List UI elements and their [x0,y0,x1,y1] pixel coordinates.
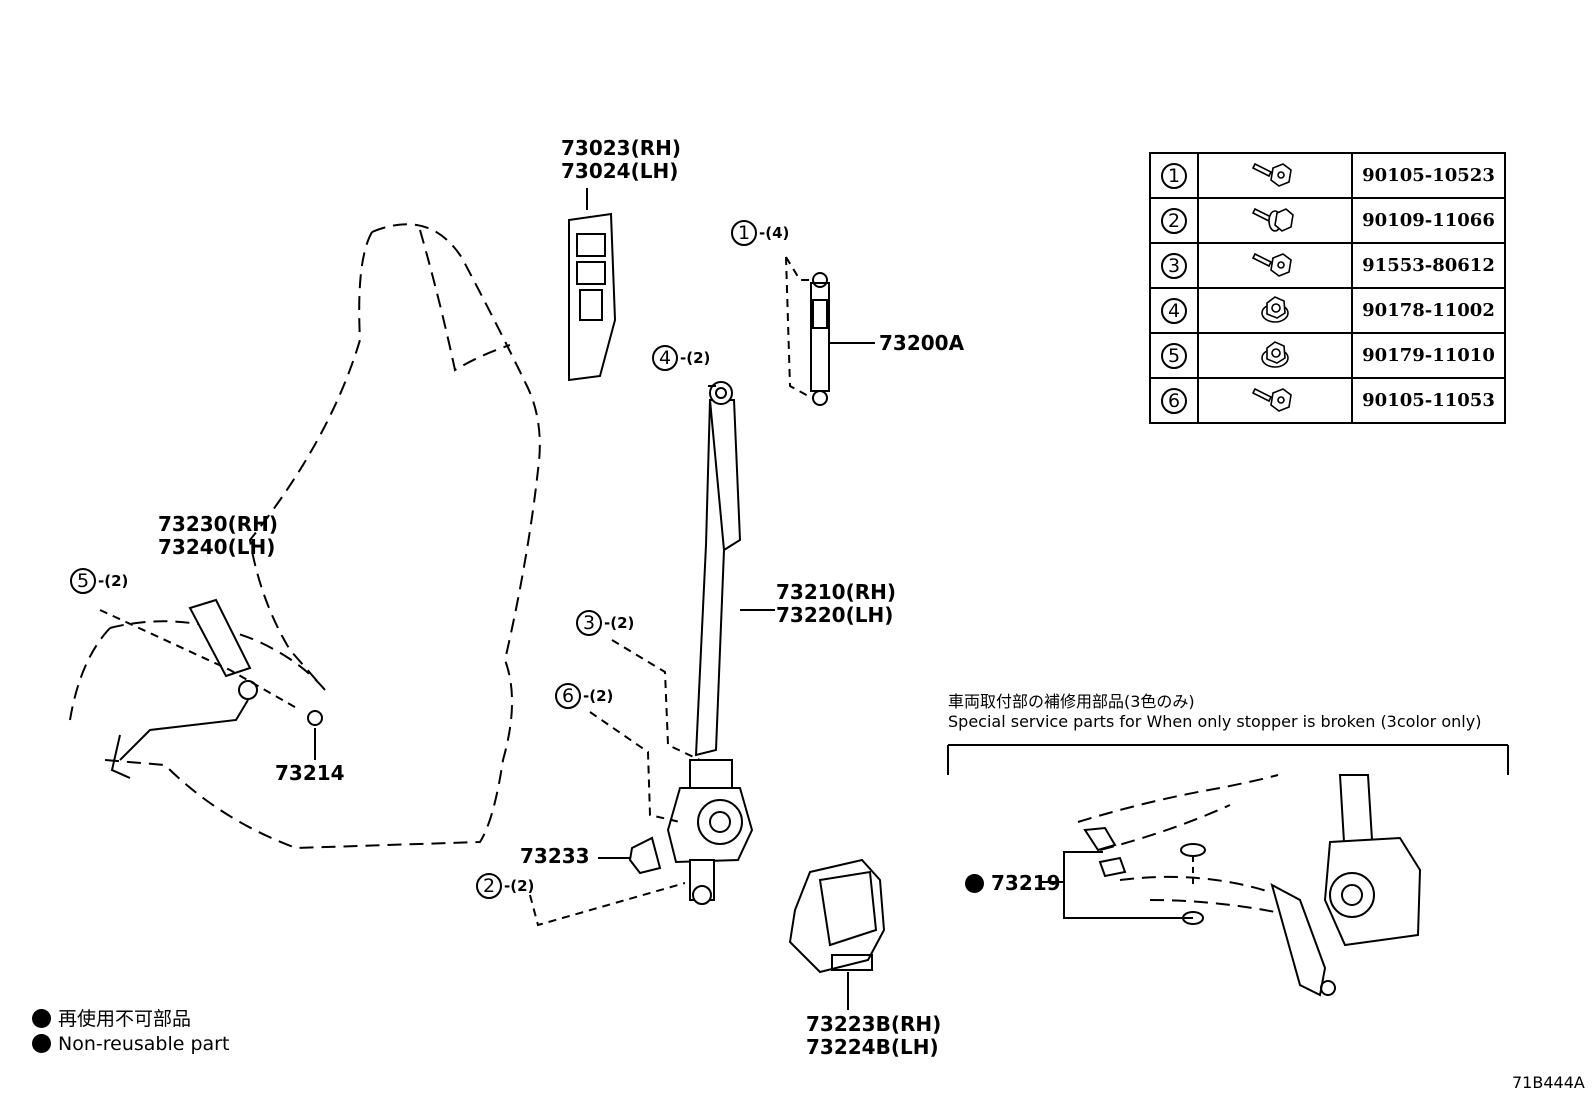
pillar-garnish-rh-label: 73023(RH) [561,136,681,160]
diagram-code: 71B444A [1512,1073,1585,1092]
fastener-index: 5 [1149,332,1199,379]
callout-1-qty: -(4) [759,224,790,242]
callout-5-number: 5 [70,568,96,594]
belt-webbing-drawing [694,381,775,757]
fastener-part-number: 90105-11053 [1351,377,1506,424]
legend-en: Non-reusable part [32,1033,229,1055]
adjuster-label: 73200A [879,331,965,355]
callout-5-qty: -(2) [98,572,129,590]
outer-belt-rh-label: 73210(RH) [776,580,896,604]
legend-jp-text: 再使用不可部品 [58,1008,192,1030]
fastener-part-number: 90178-11002 [1351,287,1506,334]
shoulder-cover-rh-label: 73223B(RH) [806,1012,942,1036]
shoulder-cover-drawing [788,858,886,1010]
buckle-drawing [110,598,323,779]
special-service-frame [947,744,1509,775]
shoulder-cover-lh-label: 73224B(LH) [806,1035,939,1059]
fastener-index: 1 [1149,152,1199,199]
fastener-row: 3 91553-80612 [1149,242,1506,289]
fastener-index-number: 6 [1161,387,1187,414]
legend-en-text: Non-reusable part [58,1033,230,1055]
retractor-cover-drawing [598,836,662,875]
fastener-part-number: 90109-11066 [1351,197,1506,244]
fastener-part-number: 90179-11010 [1351,332,1506,379]
callout-1-number: 1 [731,220,757,246]
callout-6: 6-(2) [555,683,613,709]
callout-4-qty: -(2) [680,349,711,367]
legend-dot-icon [32,1034,51,1053]
non-reusable-dot-icon [965,874,984,893]
fastener-index: 3 [1149,242,1199,289]
fastener-row: 5 90179-11010 [1149,332,1506,379]
retractor-cover-label: 73233 [520,844,590,868]
seat-outline [69,223,541,850]
fastener-index-number: 1 [1161,162,1187,189]
stopper-kit-number: 73219 [991,871,1061,895]
callout-4-number: 4 [652,345,678,371]
bolt-icon [1197,377,1353,424]
fastener-table: 1 90105-10523 2 90109-11066 3 91553-80612 4 901… [1149,152,1506,424]
buckle-rh-label: 73230(RH) [158,512,278,536]
adjuster-drawing [785,256,875,406]
fastener-row: 6 90105-11053 [1149,377,1506,424]
fastener-part-number: 90105-10523 [1351,152,1506,199]
callout-3-number: 3 [576,610,602,636]
fastener-row: 1 90105-10523 [1149,152,1506,199]
callout-1: 1-(4) [731,220,789,246]
legend-jp: 再使用不可部品 [32,1004,191,1031]
washer-label: 73214 [275,761,345,785]
special-service-title-en: Special service parts for When only stop… [948,712,1482,731]
nut-icon [1197,287,1353,334]
fastener-index: 2 [1149,197,1199,244]
callout-3: 3-(2) [576,610,634,636]
nut-icon [1197,332,1353,379]
bolt-icon [1197,242,1353,289]
callout-6-qty: -(2) [583,687,614,705]
fastener-part-number: 91553-80612 [1351,242,1506,289]
bolt-icon [1197,152,1353,199]
callout-5: 5-(2) [70,568,128,594]
fastener-index: 6 [1149,377,1199,424]
fastener-index-number: 2 [1161,207,1187,234]
leader-lines [99,385,722,927]
callout-6-number: 6 [555,683,581,709]
retractor-drawing [666,759,754,905]
fastener-index: 4 [1149,287,1199,334]
callout-2: 2-(2) [476,873,534,899]
callout-3-qty: -(2) [604,614,635,632]
fastener-index-number: 5 [1161,342,1187,369]
callout-4: 4-(2) [652,345,710,371]
fastener-index-number: 3 [1161,252,1187,279]
flange-bolt-icon [1197,197,1353,244]
special-service-title-jp: 車両取付部の補修用部品(3色のみ) [948,692,1195,711]
pillar-garnish-lh-label: 73024(LH) [561,159,679,183]
outer-belt-lh-label: 73220(LH) [776,603,894,627]
buckle-lh-label: 73240(LH) [158,535,276,559]
fastener-index-number: 4 [1161,297,1187,324]
callout-2-number: 2 [476,873,502,899]
stopper-kit-label: 73219 [965,872,1061,895]
stopper-detail-drawing [1042,774,1422,997]
legend-dot-icon [32,1009,51,1028]
fastener-row: 4 90178-11002 [1149,287,1506,334]
fastener-row: 2 90109-11066 [1149,197,1506,244]
callout-2-qty: -(2) [504,877,535,895]
pillar-garnish-drawing [568,188,617,382]
